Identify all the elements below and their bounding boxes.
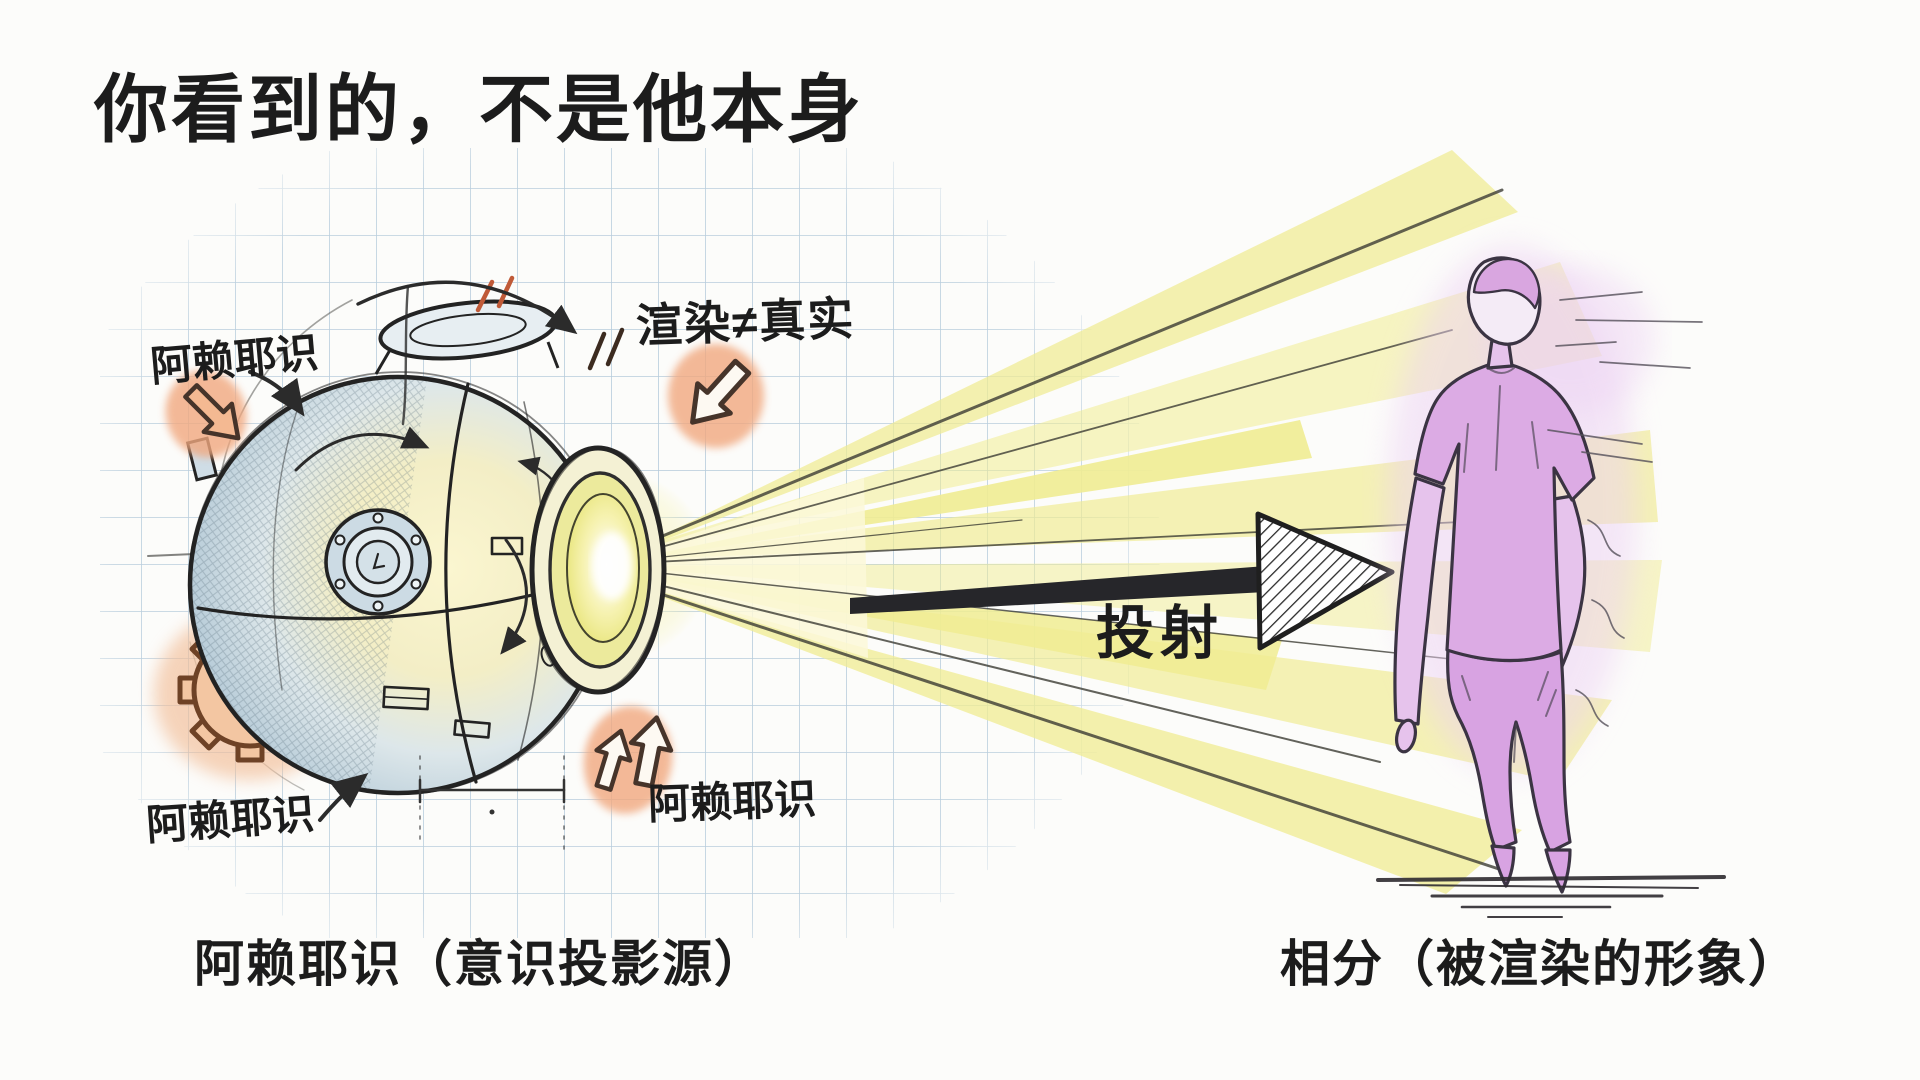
dimension-marks (418, 755, 566, 851)
projection-label: 投射 (1096, 601, 1225, 666)
render-not-real-label: 渲染≠真实 (635, 292, 857, 352)
alaya-label-bottom-mid: 阿赖耶识 (647, 775, 817, 828)
leader-line (401, 284, 410, 426)
motion-streaks (1547, 291, 1703, 727)
figure-ground (1376, 875, 1726, 918)
accent-marks (165, 275, 764, 814)
annotation-arrow-top-label (248, 370, 305, 417)
alaya-label-bottom-left: 阿赖耶识 (144, 790, 316, 849)
human-figure (1387, 245, 1703, 894)
annotation-arrow-render-note (356, 280, 578, 335)
consciousness-sphere (185, 299, 612, 796)
sphere-dial (324, 508, 432, 616)
annotation-arrow-bottom-label (318, 773, 369, 822)
caption-result: 相分（被渲染的形象） (1280, 936, 1800, 992)
emphasis-slashes-icon (587, 327, 625, 371)
sphere-lens (529, 445, 667, 695)
page-title: 你看到的，不是他本身 (94, 68, 864, 151)
annotation-arrows (248, 280, 578, 822)
caption-source: 阿赖耶识（意识投影源） (194, 936, 766, 992)
projection-arrow (850, 511, 1395, 651)
